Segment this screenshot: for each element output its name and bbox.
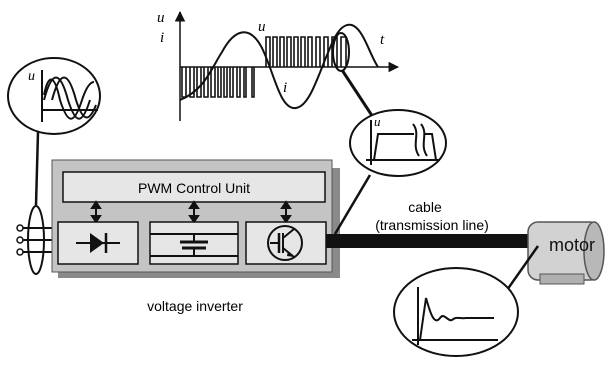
waveform-i-label: i bbox=[160, 30, 164, 46]
voltage-inverter-label: voltage inverter bbox=[147, 298, 243, 314]
motor-voltage-response-bubble bbox=[393, 267, 519, 357]
transmission-line-label: (transmission line) bbox=[375, 217, 489, 233]
motor-label: motor bbox=[549, 235, 595, 255]
voltage-inverter-block: PWM Control Unit bbox=[51, 159, 340, 314]
pwm-pulses-negative bbox=[181, 67, 255, 98]
cable-transmission-line bbox=[326, 234, 544, 248]
pwm-control-unit-label: PWM Control Unit bbox=[138, 180, 250, 196]
motor-icon: motor bbox=[527, 221, 605, 285]
rectifier-block bbox=[57, 221, 139, 265]
cable-label: cable bbox=[408, 199, 442, 215]
cable-voltage-bubble: u bbox=[349, 109, 447, 177]
current-sine-curve bbox=[179, 23, 379, 110]
pwm-control-unit bbox=[62, 171, 326, 203]
supply-connector bbox=[34, 131, 40, 206]
pulse-u-label: u bbox=[258, 19, 266, 35]
supply-voltage-bubble: u bbox=[7, 57, 101, 135]
three-phase-input bbox=[16, 205, 58, 275]
waveform-u-label: u bbox=[157, 10, 165, 26]
pulse-i-label: i bbox=[283, 80, 287, 96]
cable-bubble-connector bbox=[333, 174, 372, 235]
waveform-t-label: t bbox=[380, 32, 385, 48]
supply-u-label: u bbox=[28, 69, 35, 84]
igbt-transistor-icon bbox=[267, 225, 303, 261]
control-arrows bbox=[90, 200, 292, 224]
inverter-switch-block bbox=[245, 221, 327, 265]
overvoltage-ringing-curve bbox=[419, 297, 494, 341]
capacitor-icon bbox=[150, 233, 238, 257]
cable-u-label: u bbox=[374, 114, 381, 129]
pwm-waveform-plot: u i u i t bbox=[157, 10, 400, 121]
diode-icon bbox=[76, 233, 120, 253]
